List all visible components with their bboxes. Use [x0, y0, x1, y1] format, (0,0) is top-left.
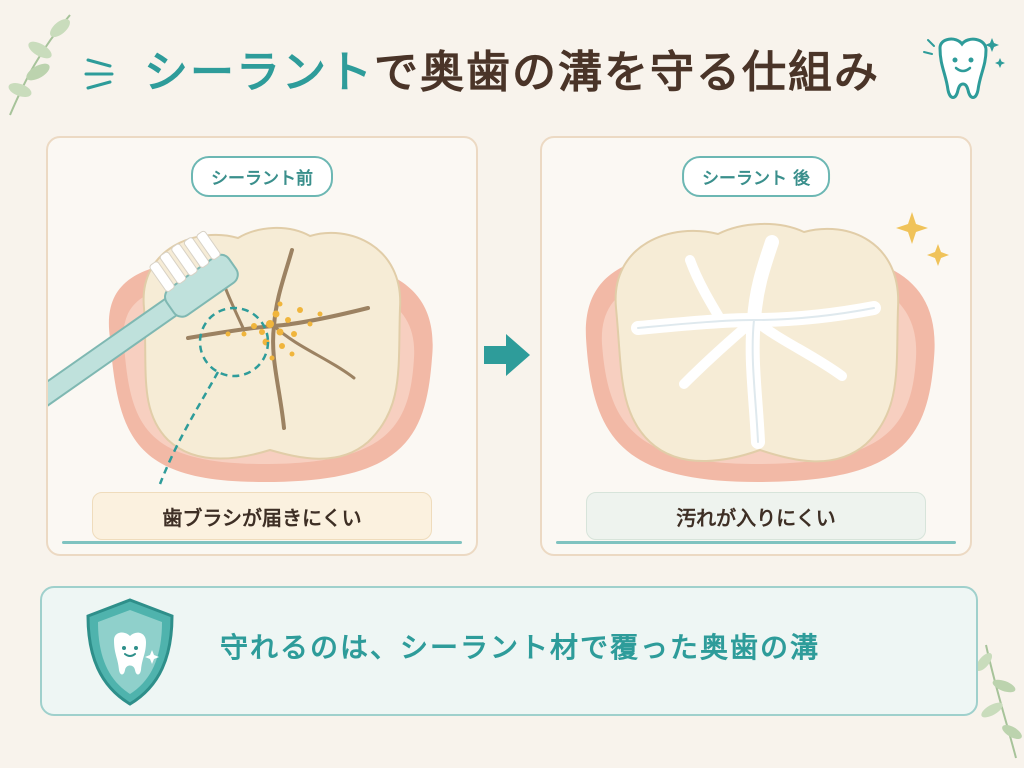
- shield-tooth-icon: [86, 598, 174, 706]
- title-accent: シーラント: [144, 47, 374, 98]
- tooth-before-illustration: [48, 226, 433, 485]
- summary-text: 守れるのは、シーラント材で覆った奥歯の溝: [220, 631, 821, 664]
- before-caption: 歯ブラシが届きにくい: [92, 492, 432, 540]
- panel-divider: [556, 541, 956, 544]
- after-panel: シーラント 後 汚れが入りにくい: [540, 136, 972, 556]
- before-label: シーラント前: [191, 156, 333, 197]
- before-panel: シーラント前 歯ブラシが届きにくい: [46, 136, 478, 556]
- after-label: シーラント 後: [682, 156, 830, 197]
- leaf-decoration-top-left-icon: [8, 14, 71, 116]
- arrow-right-icon: [484, 334, 530, 376]
- tooth-after-illustration: [585, 212, 949, 482]
- leaf-decoration-bottom-right-icon: [975, 644, 1022, 759]
- after-caption: 汚れが入りにくい: [586, 492, 926, 540]
- tooth-smile-icon: [923, 37, 1005, 99]
- sparkle-lines-icon: [84, 58, 114, 90]
- page-title: シーラントで奥歯の溝を守る仕組み: [0, 36, 1024, 100]
- summary-box: 守れるのは、シーラント材で覆った奥歯の溝: [40, 586, 978, 716]
- panel-divider: [62, 541, 462, 544]
- title-rest: で奥歯の溝を守る仕組み: [374, 47, 880, 98]
